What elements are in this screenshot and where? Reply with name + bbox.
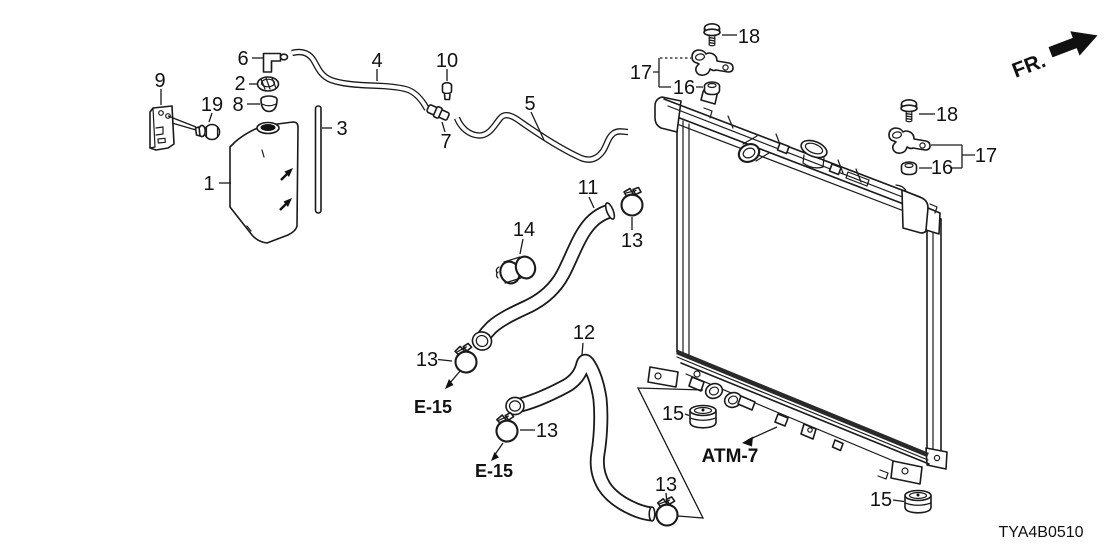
callout-15-right: 15 bbox=[870, 489, 892, 511]
radiator-bottom-tank bbox=[647, 362, 930, 485]
callout-6: 6 bbox=[237, 48, 248, 70]
tank-cap-part bbox=[256, 76, 280, 92]
callout-10: 10 bbox=[436, 50, 458, 72]
callout-14: 14 bbox=[513, 219, 535, 241]
callout-11: 11 bbox=[578, 177, 599, 199]
wire-clamp bbox=[495, 255, 537, 285]
callout-4: 4 bbox=[371, 50, 382, 72]
radiator-core-bottom-band bbox=[676, 349, 929, 458]
callout-18-left: 18 bbox=[738, 26, 760, 48]
callout-1: 1 bbox=[203, 173, 214, 195]
callout-13-bottom: 13 bbox=[655, 474, 677, 496]
reserve-tank bbox=[229, 121, 299, 244]
e15-upper-arrow bbox=[445, 369, 462, 389]
tank-flow-arrows bbox=[279, 168, 293, 211]
mount-bracket-right bbox=[888, 127, 931, 154]
tank-grommet bbox=[260, 95, 278, 113]
callout-16-right: 16 bbox=[931, 157, 953, 179]
callout-13-top: 13 bbox=[621, 230, 643, 252]
callout-2: 2 bbox=[234, 73, 245, 95]
atm-cooler-pipes bbox=[688, 370, 756, 411]
hose-clamp-top bbox=[620, 186, 644, 217]
reserve-tank-hose-a bbox=[291, 48, 430, 111]
atm7-arrow bbox=[742, 426, 778, 447]
ref-label-atm7: ATM-7 bbox=[702, 446, 759, 467]
upper-radiator-hose bbox=[471, 202, 616, 351]
callout-9: 9 bbox=[154, 70, 165, 92]
mount-bolt-left bbox=[703, 22, 721, 47]
hose-joint bbox=[426, 104, 450, 121]
reserve-tank-hose-b bbox=[454, 111, 629, 163]
callout-13-mid: 13 bbox=[536, 420, 558, 442]
elbow-joint bbox=[262, 52, 289, 73]
diagram-code: TYA4B0510 bbox=[998, 524, 1083, 541]
fr-label: FR. bbox=[1009, 49, 1049, 83]
radiator-right-foot bbox=[925, 447, 948, 470]
radiator-top-tank bbox=[654, 88, 941, 235]
callout-16-left: 16 bbox=[673, 77, 695, 99]
mount-bolt-right bbox=[900, 99, 918, 123]
mount-bracket-left bbox=[691, 49, 734, 76]
zone-leader-line bbox=[636, 387, 705, 519]
callout-15-left: 15 bbox=[662, 403, 684, 425]
tank-bracket-bolt bbox=[194, 123, 221, 141]
callout-leader-lines bbox=[160, 34, 975, 504]
radiator-filler-cap bbox=[800, 139, 828, 169]
lower-radiator-hose bbox=[505, 353, 656, 522]
mount-grommet-left bbox=[703, 81, 721, 96]
callout-3: 3 bbox=[336, 118, 347, 140]
e15-lower-arrow bbox=[491, 442, 504, 461]
mount-grommet-right bbox=[900, 161, 918, 176]
callout-5: 5 bbox=[524, 93, 535, 115]
ref-label-e15-lower: E-15 bbox=[475, 461, 513, 481]
radiator-mount-cushion-left bbox=[689, 404, 717, 429]
callout-18-right: 18 bbox=[936, 104, 958, 126]
radiator-mount-cushion-right bbox=[904, 489, 932, 514]
hose-clamp-mid bbox=[492, 410, 521, 445]
callout-labels: 9 19 6 2 8 1 3 4 10 7 5 11 13 14 13 12 1… bbox=[154, 26, 997, 511]
callout-17-right: 17 bbox=[975, 145, 997, 167]
callout-12: 12 bbox=[573, 322, 595, 344]
ref-label-e15-upper: E-15 bbox=[414, 397, 452, 417]
radiator-assembly bbox=[647, 88, 948, 485]
callout-13-left: 13 bbox=[416, 349, 438, 371]
callout-19: 19 bbox=[201, 94, 223, 116]
callout-8: 8 bbox=[232, 94, 243, 116]
callout-17-left: 17 bbox=[630, 62, 652, 84]
fr-direction-arrow: FR. bbox=[1009, 31, 1098, 83]
radiator-inlet-port bbox=[737, 143, 761, 163]
callout-7: 7 bbox=[440, 131, 451, 153]
tank-bracket bbox=[149, 105, 197, 151]
tube-clip bbox=[441, 81, 453, 101]
overflow-tube bbox=[314, 105, 322, 214]
